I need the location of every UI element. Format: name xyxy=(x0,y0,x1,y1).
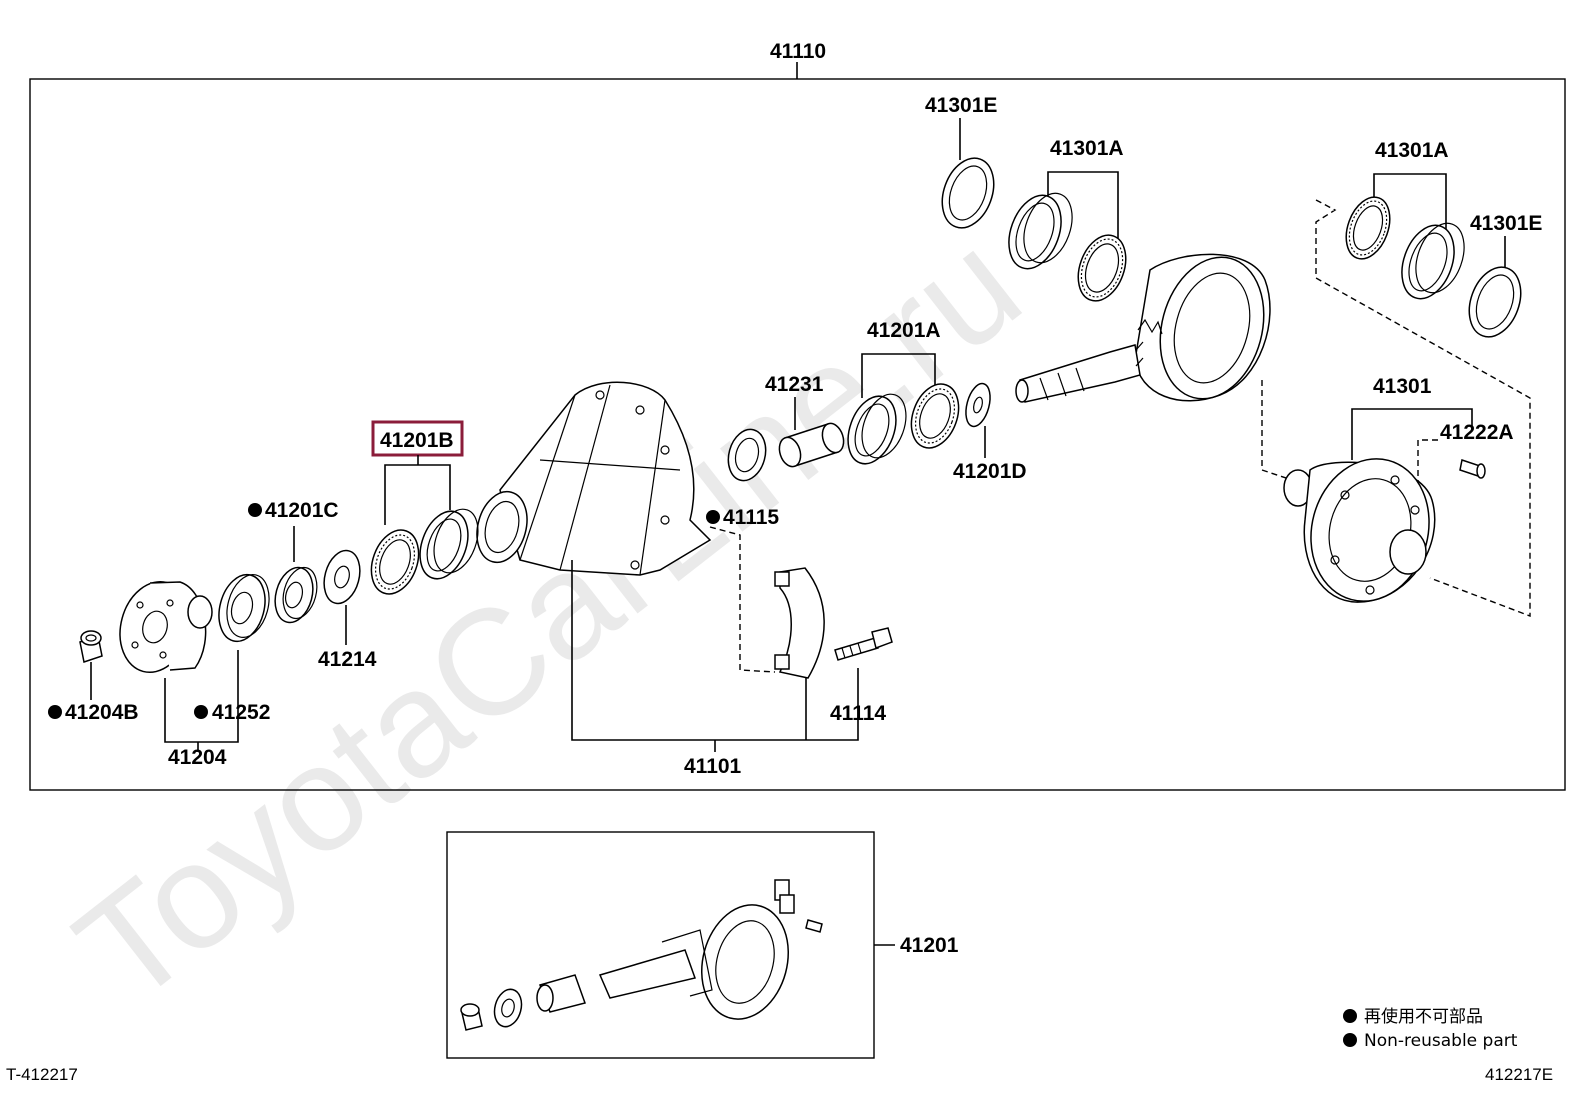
label-41222a[interactable]: 41222A xyxy=(1440,421,1514,444)
non-reusable-dot-41115 xyxy=(706,510,720,524)
label-41201b[interactable]: 41201B xyxy=(380,429,454,452)
non-reusable-dot-41252 xyxy=(194,705,208,719)
bearing-cone-top-part xyxy=(1077,234,1127,302)
legend-jp: 再使用不可部品 xyxy=(1364,1006,1483,1027)
legend-en: Non-reusable part xyxy=(1364,1031,1518,1051)
label-41204b[interactable]: 41204B xyxy=(65,701,139,724)
bearing-cup-top-part xyxy=(1008,192,1073,270)
label-41201[interactable]: 41201 xyxy=(900,934,959,957)
label-41201a[interactable]: 41201A xyxy=(867,319,941,342)
label-41301[interactable]: 41301 xyxy=(1373,375,1432,398)
nut-41204b-part xyxy=(79,630,103,663)
legend-dot-en xyxy=(1343,1033,1357,1047)
bearing-cup-41201b-part xyxy=(419,508,479,580)
legend-dot-jp xyxy=(1343,1009,1357,1023)
spacer-41231-part xyxy=(778,422,845,468)
bearing-cup-mid-part xyxy=(847,393,907,465)
label-41204[interactable]: 41204 xyxy=(168,746,227,769)
washer-41201d-part xyxy=(965,382,991,428)
oil-seal-right-part xyxy=(1468,266,1522,338)
differential-case-part xyxy=(1283,458,1436,603)
gear-set-drawing-part xyxy=(460,879,823,1031)
label-41301a-right[interactable]: 41301A xyxy=(1375,139,1449,162)
bearing-cap-part xyxy=(774,567,825,679)
diff-bolt-41222a-part xyxy=(1459,459,1486,479)
non-reusable-dot-41201c xyxy=(248,503,262,517)
non-reusable-dot-41204b xyxy=(48,705,62,719)
seal-41252-part xyxy=(218,573,270,643)
bearing-cone-mid-part xyxy=(910,383,960,449)
label-41301e-right[interactable]: 41301E xyxy=(1470,212,1542,235)
label-41201c[interactable]: 41201C xyxy=(265,499,339,522)
bearing-cone-right-part xyxy=(1345,196,1391,260)
label-41101[interactable]: 41101 xyxy=(684,755,742,778)
label-41301a-top[interactable]: 41301A xyxy=(1050,137,1124,160)
flange-41204-part xyxy=(119,580,213,674)
oil-seal-left-part xyxy=(941,157,995,229)
bolt-41114-part xyxy=(834,627,893,661)
diagram-code-right: 412217E xyxy=(1485,1065,1553,1084)
label-41114[interactable]: 41114 xyxy=(830,702,886,725)
label-41115[interactable]: 41115 xyxy=(723,506,779,529)
bearing-cone-41201b-part xyxy=(370,529,420,595)
label-41301e-left[interactable]: 41301E xyxy=(925,94,997,117)
label-41214[interactable]: 41214 xyxy=(318,648,377,671)
bearing-cup-right-part xyxy=(1401,222,1465,300)
oil-seal-41115-part xyxy=(727,428,767,482)
label-41252[interactable]: 41252 xyxy=(212,701,270,724)
ring-gear-pinion-part xyxy=(1015,253,1271,403)
washer-41214-part xyxy=(323,549,361,605)
nut-41201c-part xyxy=(274,566,318,624)
label-41110[interactable]: 41110 xyxy=(770,40,826,63)
carrier-housing-part xyxy=(476,381,712,576)
diagram-code-left: T-412217 xyxy=(6,1065,78,1084)
label-41201d[interactable]: 41201D xyxy=(953,460,1027,483)
label-41231[interactable]: 41231 xyxy=(765,373,824,396)
